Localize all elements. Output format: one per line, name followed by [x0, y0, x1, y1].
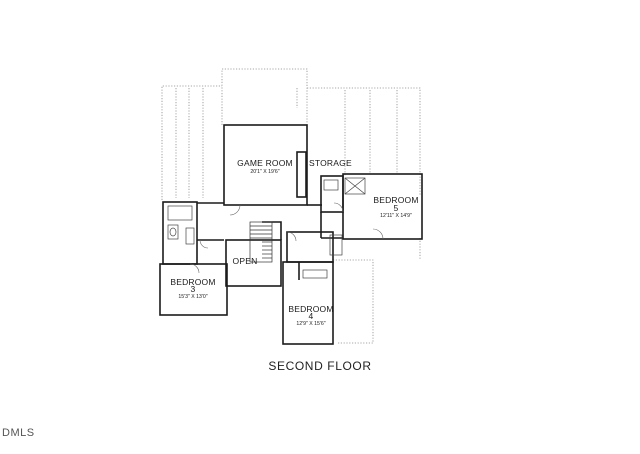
roof-outline — [161, 68, 421, 344]
storage-label: STORAGE — [309, 158, 352, 168]
walls — [159, 124, 423, 345]
bedroom5-dims: 12'11" X 14'9" — [380, 213, 412, 219]
bedroom3-dims: 15'3" X 13'0" — [178, 294, 207, 300]
bedroom4-label: BEDROOM — [288, 304, 333, 314]
door-swings — [189, 202, 384, 274]
bedroom5-label: BEDROOM — [373, 195, 418, 205]
bedroom4-dims: 12'9" X 15'6" — [296, 321, 325, 327]
bedroom4-number: 4 — [309, 311, 314, 321]
game-room-dims: 20'1" X 19'6" — [250, 169, 279, 175]
bath-fixtures — [167, 177, 366, 279]
bedroom3-label: BEDROOM — [170, 277, 215, 287]
stairs — [249, 221, 273, 263]
open-label: OPEN — [233, 256, 258, 266]
bedroom5-number: 5 — [394, 203, 399, 213]
floor-title: SECOND FLOOR — [268, 359, 372, 373]
watermark-logo: DMLS — [2, 427, 35, 439]
game-room-label: GAME ROOM — [237, 158, 293, 168]
bedroom3-number: 3 — [191, 284, 196, 294]
